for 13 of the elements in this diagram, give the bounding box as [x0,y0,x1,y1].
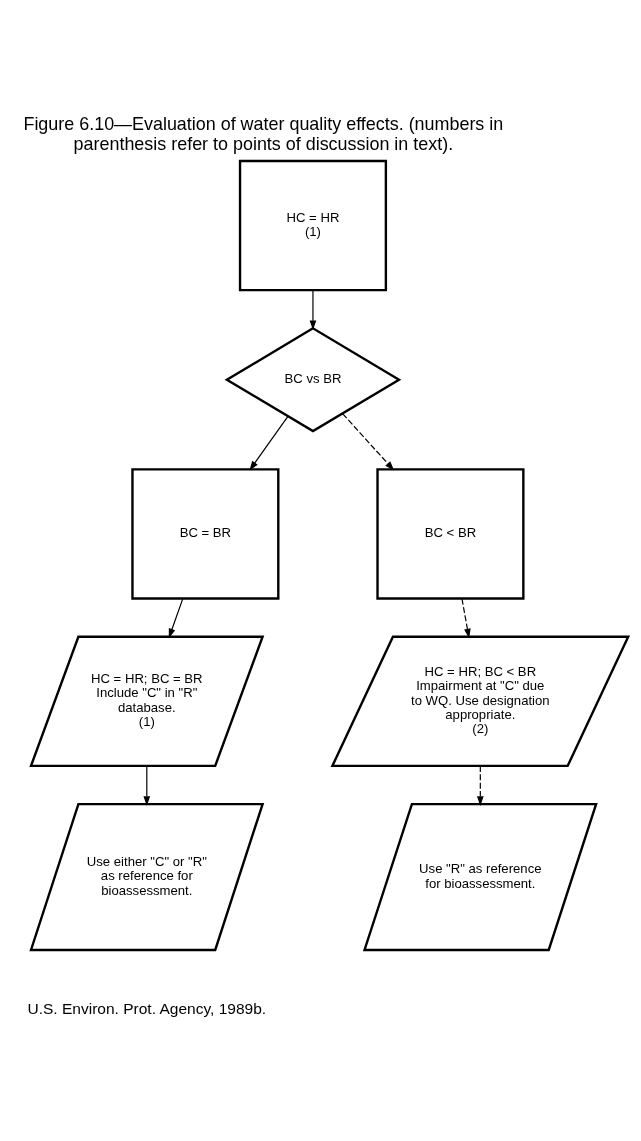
node-diamond: BC vs BR [224,326,402,433]
arrow [168,597,184,638]
arrow [342,412,395,471]
diagram-title: Figure 6.10—Evaluation of water quality effects. (numbers in parenthesis refer to points of discussion in text). [23,113,504,154]
arrow [249,415,289,471]
node-box: HC = HR (1) [238,159,388,291]
node-box: BC < BR [376,467,525,600]
arrow [143,764,151,806]
node-box: BC = BR [131,467,280,600]
caption: U.S. Environ. Prot. Agency, 1989b. [27,999,267,1017]
arrow [476,764,484,806]
arrow [309,289,317,330]
arrow [461,597,471,638]
